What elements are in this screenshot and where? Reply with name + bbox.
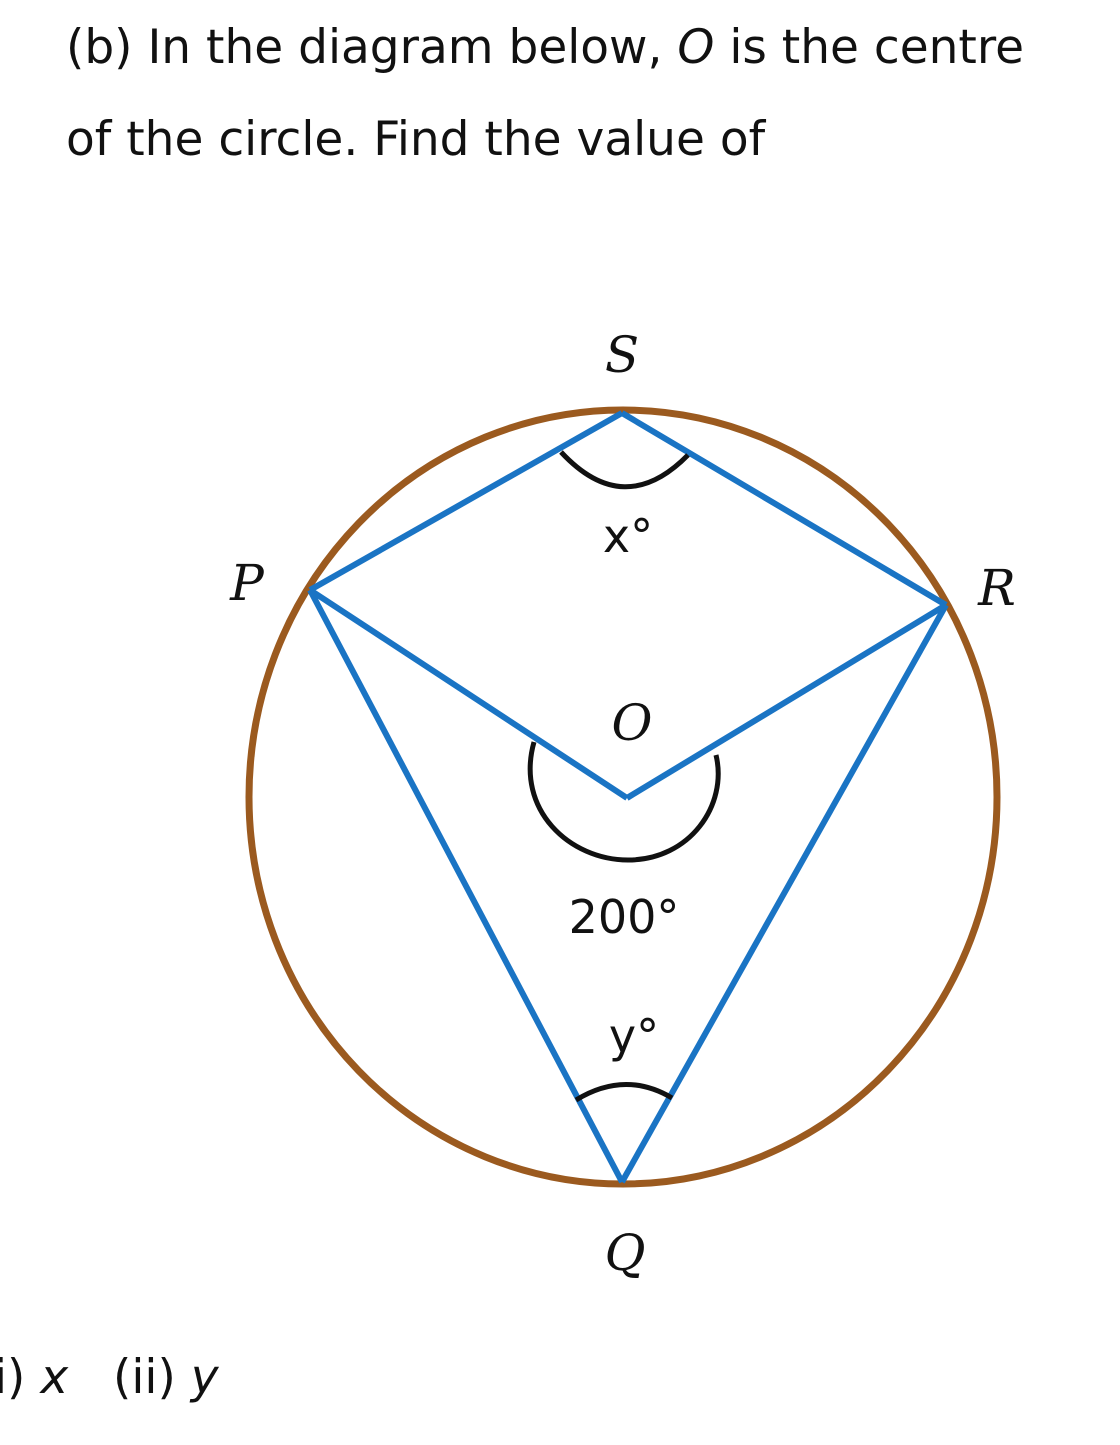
question-parts: i) x (ii) y <box>0 1350 219 1405</box>
angle-arc-y <box>574 1082 674 1103</box>
label-r: R <box>977 559 1016 617</box>
part-i-variable: x <box>40 1350 69 1405</box>
question-line-2: of the circle. Find the value of <box>66 112 766 167</box>
centre-variable: O <box>677 20 715 75</box>
angle-label-x: x° <box>603 509 653 563</box>
label-s: S <box>605 326 639 384</box>
radius-op <box>308 587 629 801</box>
radius-or <box>625 602 948 801</box>
angle-label-200: 200° <box>569 890 680 944</box>
text: (ii) <box>113 1350 191 1405</box>
label-p: P <box>229 554 265 612</box>
chord-rq <box>619 603 949 1184</box>
question-line-1: (b) In the diagram below, O is the centr… <box>66 20 1024 75</box>
angle-label-y: y° <box>609 1009 659 1063</box>
chord-sp <box>308 410 624 593</box>
circle <box>245 406 1001 1188</box>
label-q: Q <box>605 1224 646 1282</box>
text: is the centre <box>714 20 1025 75</box>
angle-arc-x <box>559 450 690 490</box>
label-o: O <box>612 694 653 752</box>
text: i) <box>0 1350 26 1405</box>
angle-arc-o <box>527 741 721 863</box>
chord-pq <box>307 588 625 1184</box>
chord-sr <box>620 410 948 608</box>
text: (b) In the diagram below, <box>66 20 678 75</box>
part-ii-variable: y <box>190 1350 219 1405</box>
